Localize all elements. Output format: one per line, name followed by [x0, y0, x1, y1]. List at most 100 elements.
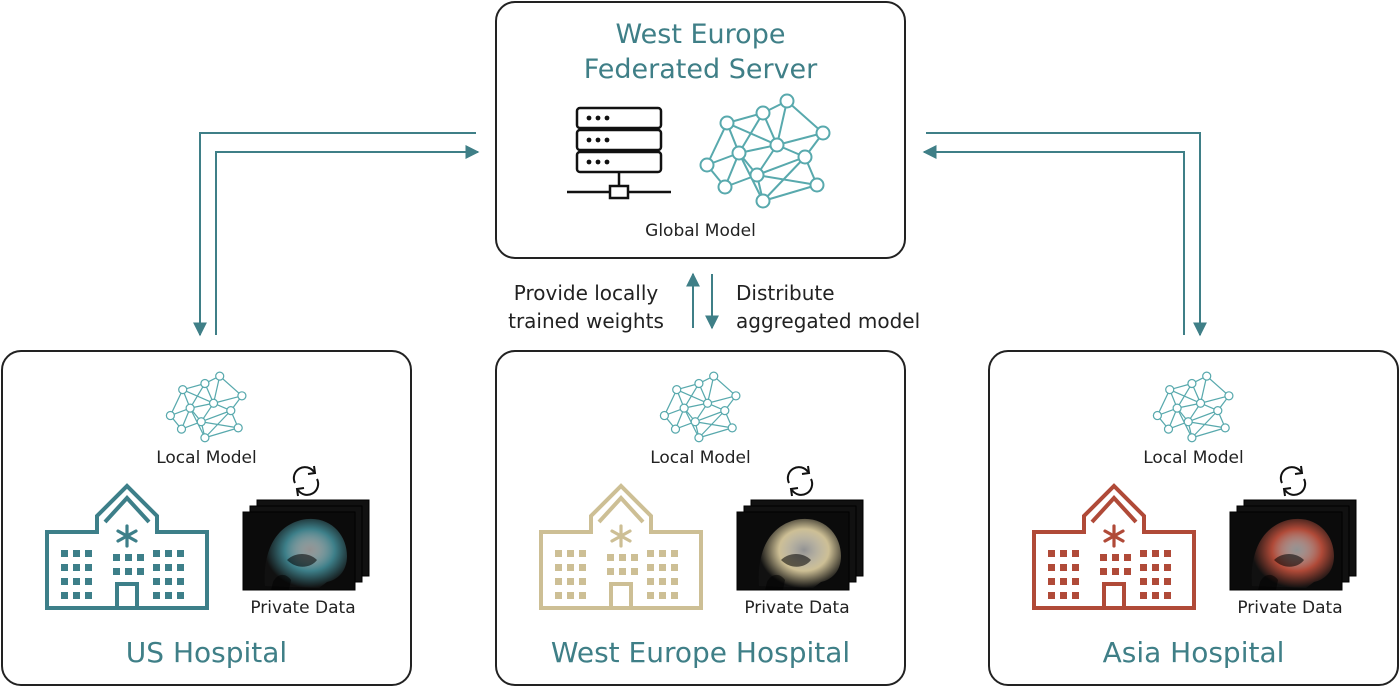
network-edge — [786, 100, 824, 134]
arrow-server-to-asia — [926, 132, 1207, 337]
network-edge — [695, 421, 733, 429]
network-node — [1163, 424, 1174, 434]
server-title-line1: West Europe — [615, 19, 786, 50]
network-edge — [676, 389, 708, 404]
private-data-label: Private Data — [250, 598, 356, 618]
network-edge — [1200, 395, 1230, 404]
network-node — [1165, 385, 1175, 395]
distribute-label-line2: aggregated model — [736, 309, 921, 333]
hospital-box-asia: Local Model Private Data Asia — [988, 350, 1399, 686]
network-node — [717, 179, 733, 195]
network-node — [727, 423, 737, 433]
network-graph — [659, 371, 741, 443]
arrow-asia-to-server — [922, 145, 1185, 335]
network-node — [1183, 417, 1193, 427]
server-title-line2: Federated Server — [583, 54, 818, 85]
local-model-network-icon — [165, 371, 247, 443]
network-node — [731, 145, 747, 161]
upload-weights-label: Provide locally trained weights — [496, 279, 676, 335]
network-node — [679, 403, 689, 413]
network-node — [720, 405, 730, 416]
network-edge — [776, 132, 824, 146]
network-edge — [1169, 389, 1201, 404]
network-edge — [695, 410, 726, 423]
network-edge — [698, 427, 733, 439]
network-edge — [706, 122, 728, 166]
network-edge — [762, 184, 818, 202]
network-edge — [1188, 421, 1226, 429]
private-data-scan-stack — [242, 499, 370, 591]
network-node — [215, 371, 225, 381]
local-model-label: Local Model — [156, 448, 257, 468]
network-graph — [1152, 371, 1234, 443]
federated-server-box: West Europe Federated Server Global Mode… — [495, 1, 906, 259]
network-edge — [213, 395, 243, 404]
network-edge — [756, 156, 806, 176]
network-node — [769, 137, 785, 153]
hospital-building-icon — [1032, 483, 1196, 610]
network-node — [233, 423, 243, 433]
network-node — [709, 371, 719, 381]
network-edge — [738, 112, 764, 154]
network-node — [699, 157, 715, 173]
network-node — [719, 115, 735, 131]
local-model-label: Local Model — [650, 448, 751, 468]
network-node — [749, 167, 765, 183]
network-edge — [1188, 410, 1219, 423]
arrow-us-to-server — [215, 145, 480, 335]
network-edge — [204, 427, 239, 439]
network-edge — [756, 174, 818, 186]
network-edge — [182, 389, 214, 404]
distribute-model-label: Distribute aggregated model — [736, 279, 936, 335]
network-edge — [713, 375, 737, 397]
network-node — [1220, 423, 1230, 433]
network-node — [196, 417, 206, 427]
network-node — [226, 405, 236, 416]
network-node — [1172, 403, 1182, 413]
network-node — [659, 410, 670, 421]
network-edge — [169, 389, 184, 416]
network-node — [1224, 391, 1234, 401]
hospital-name: West Europe Hospital — [550, 636, 851, 669]
distribute-label-line1: Distribute — [736, 281, 835, 305]
hospital-building-icon — [45, 483, 209, 610]
global-model-label: Global Model — [645, 221, 756, 241]
network-edge — [776, 100, 788, 146]
server-rack-icon — [567, 106, 671, 200]
private-data-scan-stack — [736, 499, 864, 591]
network-node — [237, 391, 247, 401]
network-node — [208, 398, 219, 408]
network-node — [176, 424, 187, 434]
network-node — [200, 433, 210, 443]
hospital-box-us: Local Model Private Data US Ho — [1, 350, 412, 686]
network-node — [809, 177, 825, 193]
server-title: West Europe Federated Server — [497, 17, 904, 87]
network-edge — [707, 395, 737, 404]
network-node — [1213, 405, 1223, 416]
network-edge — [1191, 427, 1226, 439]
network-edge — [1191, 410, 1219, 439]
private-data-label: Private Data — [744, 598, 850, 618]
network-node — [690, 417, 700, 427]
network-edge — [762, 156, 806, 202]
private-data-scan-stack — [1229, 499, 1357, 591]
network-node — [797, 149, 813, 165]
hospital-box-west-europe: Local Model Private Data West — [495, 350, 906, 686]
network-graph — [165, 371, 247, 443]
network-node — [702, 398, 713, 408]
network-node — [200, 378, 210, 389]
refresh-icon — [292, 465, 320, 497]
local-model-network-icon — [1152, 371, 1234, 443]
network-graph — [699, 93, 831, 209]
upload-label-line1: Provide locally — [513, 281, 659, 305]
local-model-label: Local Model — [1143, 448, 1244, 468]
network-node — [672, 385, 682, 395]
network-node — [731, 391, 741, 401]
network-node — [1187, 378, 1197, 389]
network-node — [1152, 410, 1163, 421]
network-node — [670, 424, 681, 434]
network-edge — [204, 410, 232, 439]
private-data-label: Private Data — [1237, 598, 1343, 618]
network-node — [815, 125, 831, 141]
